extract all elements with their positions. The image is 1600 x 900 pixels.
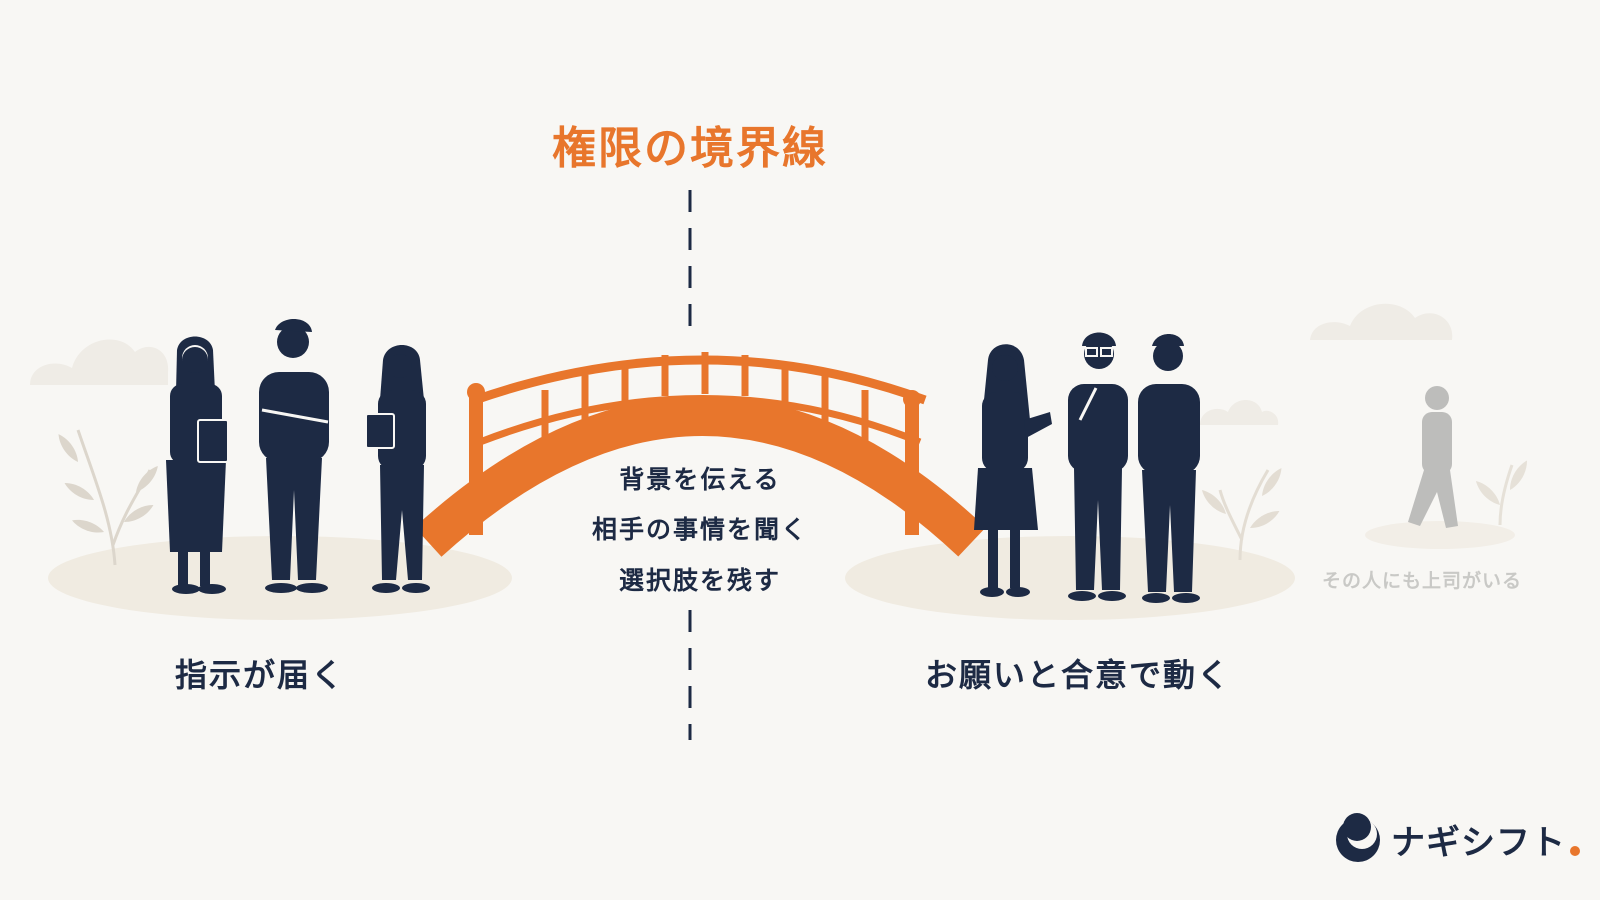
person-icon-faded	[1408, 386, 1458, 528]
bridge-text-line: 背景を伝える	[619, 465, 781, 494]
person-icon-man-standing	[1138, 334, 1200, 603]
far-ground	[1365, 521, 1515, 549]
cloud-icon	[1310, 303, 1453, 340]
logo-text: ナギシフト	[1391, 823, 1566, 863]
person-icon-man-thinking	[1068, 332, 1128, 601]
plant-icon	[1498, 464, 1514, 526]
left-group-label: 指示が届く	[175, 656, 346, 694]
cloud-icon	[1200, 400, 1279, 425]
bridge-text-line: 相手の事情を聞く	[591, 515, 808, 544]
diagram-title: 権限の境界線	[552, 123, 828, 174]
plant-icon	[1218, 469, 1270, 561]
logo-moon-icon	[1336, 813, 1380, 862]
person-icon-man-arms-crossed	[259, 318, 329, 593]
right-group-label: お願いと合意で動く	[925, 656, 1232, 694]
person-icon-woman-talking	[974, 344, 1052, 597]
person-icon-woman-tablet	[365, 345, 430, 593]
logo-dot	[1570, 845, 1580, 856]
person-icon-woman-clipboard	[166, 336, 229, 594]
plant-icon-leaves	[1198, 465, 1286, 532]
cloud-icon	[30, 339, 169, 385]
logo-mark-space	[1337, 818, 1381, 862]
far-person-caption: その人にも上司がいる	[1322, 570, 1523, 592]
bridge-icon	[414, 352, 986, 557]
brand-logo: ナギシフト	[1337, 815, 1580, 864]
bridge-text-line: 選択肢を残す	[618, 566, 781, 595]
